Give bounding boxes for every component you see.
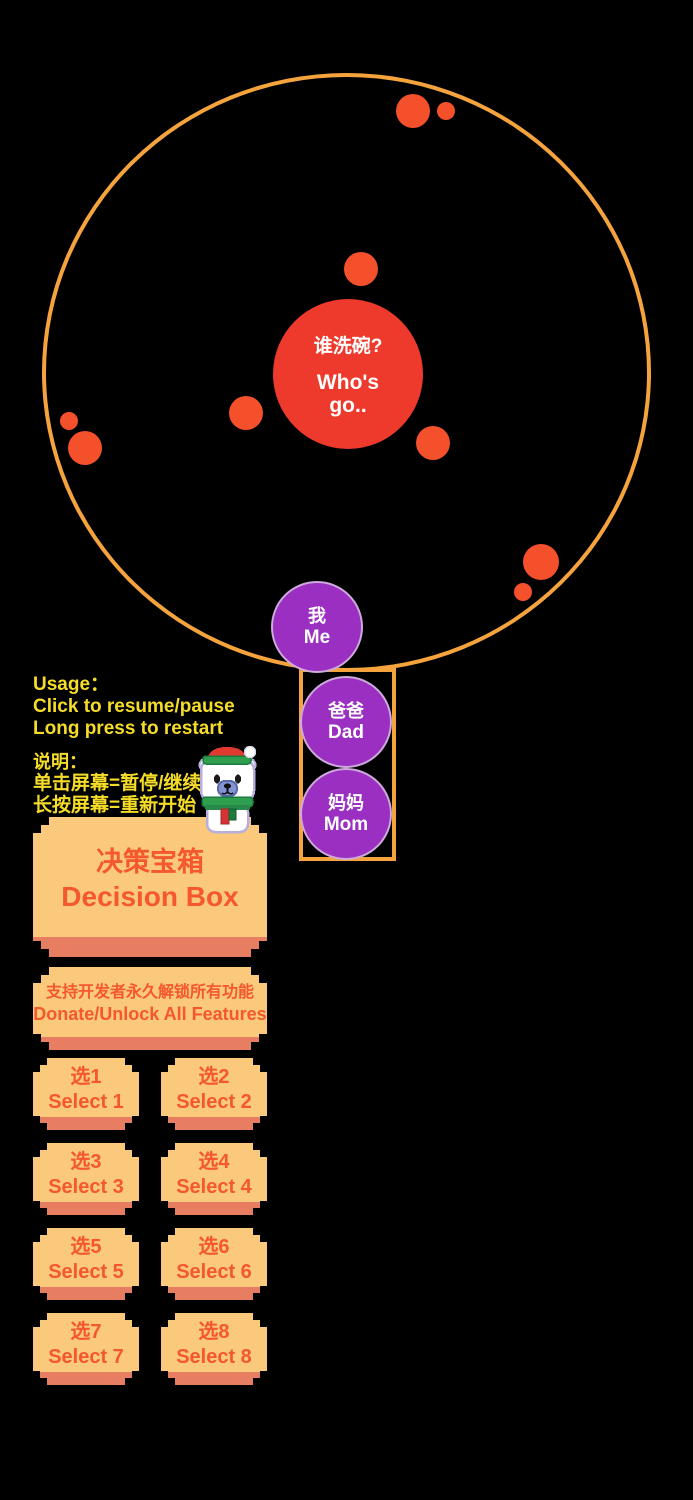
wheel-center-button[interactable]: 谁洗碗? Who's go.. <box>273 299 423 449</box>
player-me-label-zh: 我 <box>308 606 326 626</box>
select-5-button[interactable]: 选5 Select 5 <box>33 1228 139 1300</box>
note-line-2: 长按屏幕=重新开始 <box>33 795 197 816</box>
select-7-button[interactable]: 选7 Select 7 <box>33 1313 139 1385</box>
wheel-dot <box>416 426 450 460</box>
wheel-dot <box>60 412 78 430</box>
select-2-button[interactable]: 选2 Select 2 <box>161 1058 267 1130</box>
polar-bear-santa-icon <box>197 745 258 839</box>
usage-line-2: Long press to restart <box>33 718 224 739</box>
select-6-button[interactable]: 选6 Select 6 <box>161 1228 267 1300</box>
instructions-block: Usage： Click to resume/pause Long press … <box>33 674 235 817</box>
select-6-label-zh: 选6 <box>198 1235 230 1258</box>
decision-box-label-zh: 决策宝箱 <box>95 847 204 877</box>
select-8-button[interactable]: 选8 Select 8 <box>161 1313 267 1385</box>
select-6-label-en: Select 6 <box>176 1260 252 1283</box>
wheel-question-en-line1: Who's <box>316 371 380 394</box>
select-3-button[interactable]: 选3 Select 3 <box>33 1143 139 1215</box>
select-7-label-en: Select 7 <box>48 1345 124 1368</box>
select-5-label-zh: 选5 <box>70 1235 102 1258</box>
wheel-dot <box>437 102 455 120</box>
select-4-label-en: Select 4 <box>176 1175 252 1198</box>
wheel-dot <box>523 544 559 580</box>
select-buttons-grid: 选1 Select 1 选2 Select 2 选3 Select 3 选4 S… <box>33 1058 267 1385</box>
note-line-1: 单击屏幕=暂停/继续 <box>33 773 202 794</box>
player-circle-dad[interactable]: 爸爸 Dad <box>300 676 392 768</box>
select-8-label-zh: 选8 <box>198 1320 230 1343</box>
player-mom-label-en: Mom <box>323 814 369 835</box>
donate-label-zh: 支持开发者永久解锁所有功能 <box>45 983 254 1001</box>
usage-line-1: Click to resume/pause <box>33 696 235 717</box>
player-circle-me[interactable]: 我 Me <box>271 581 363 673</box>
select-8-label-en: Select 8 <box>176 1345 252 1368</box>
wheel-dot <box>396 94 430 128</box>
select-5-label-en: Select 5 <box>48 1260 124 1283</box>
donate-label-en: Donate/Unlock All Features <box>33 1003 267 1024</box>
player-me-label-en: Me <box>303 627 331 648</box>
wheel-dot <box>229 396 263 430</box>
donate-unlock-button[interactable]: 支持开发者永久解锁所有功能 Donate/Unlock All Features <box>33 967 267 1050</box>
select-2-label-en: Select 2 <box>176 1090 252 1113</box>
wheel-question-en-line2: go.. <box>329 394 367 417</box>
player-dad-label-zh: 爸爸 <box>328 701 364 721</box>
wheel-dot <box>344 252 378 286</box>
decision-box-label-en: Decision Box <box>61 881 239 912</box>
usage-title: Usage： <box>33 674 110 695</box>
select-7-label-zh: 选7 <box>70 1320 102 1343</box>
select-1-label-zh: 选1 <box>70 1065 102 1088</box>
select-1-label-en: Select 1 <box>48 1090 124 1113</box>
select-4-button[interactable]: 选4 Select 4 <box>161 1143 267 1215</box>
select-3-label-en: Select 3 <box>48 1175 124 1198</box>
player-dad-label-en: Dad <box>328 722 364 743</box>
select-3-label-zh: 选3 <box>70 1150 102 1173</box>
select-2-label-zh: 选2 <box>198 1065 230 1088</box>
wheel-question-zh: 谁洗碗? <box>313 336 383 357</box>
select-1-button[interactable]: 选1 Select 1 <box>33 1058 139 1130</box>
wheel-dot <box>68 431 102 465</box>
player-circle-mom[interactable]: 妈妈 Mom <box>300 768 392 860</box>
wheel-dot <box>514 583 532 601</box>
select-4-label-zh: 选4 <box>198 1150 230 1173</box>
decision-box-button[interactable]: 决策宝箱 Decision Box <box>33 817 267 957</box>
player-mom-label-zh: 妈妈 <box>328 793 364 813</box>
note-title: 说明： <box>33 752 87 772</box>
